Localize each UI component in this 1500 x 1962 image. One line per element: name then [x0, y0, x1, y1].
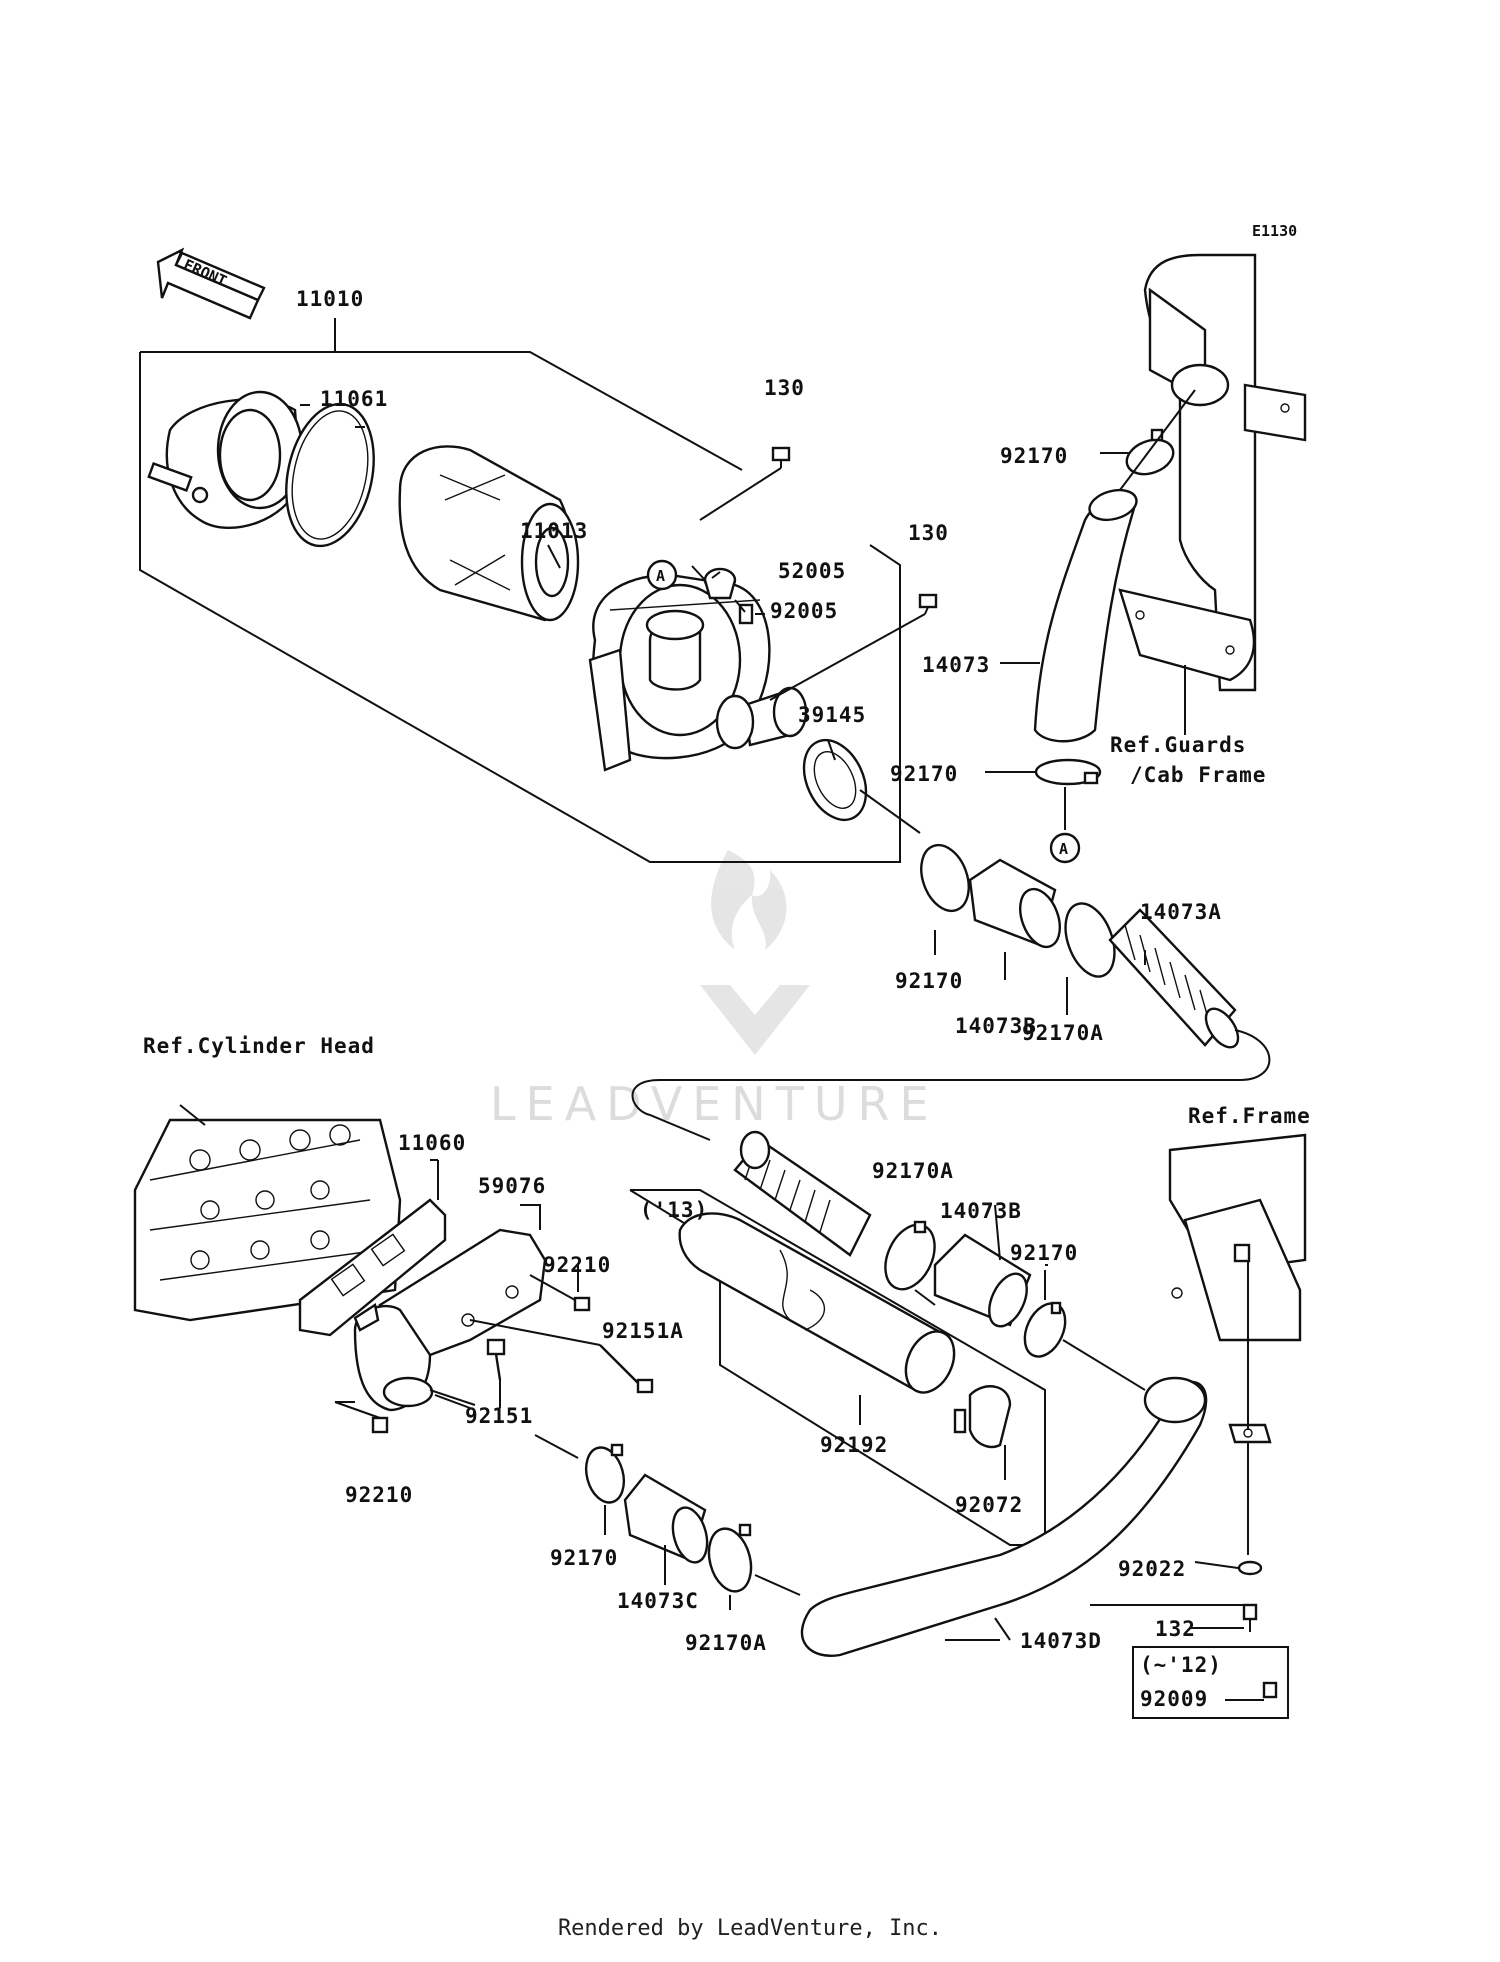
clamp-92170A-right: [1064, 902, 1116, 978]
label-92210-lower: 92210: [345, 1483, 413, 1507]
label-52005: 52005: [778, 559, 846, 583]
label-39145: 39145: [798, 703, 866, 727]
ref-guards-line1: Ref.Guards: [1110, 733, 1246, 757]
label-14073C: 14073C: [617, 1589, 699, 1613]
clamp-92170-right: [920, 843, 970, 913]
label-14073D: 14073D: [1020, 1629, 1102, 1653]
label-92170A-middle: 92170A: [872, 1159, 954, 1183]
clamp-92170A-lower: [707, 1523, 753, 1593]
bellows-connection-line: [631, 1029, 1271, 1141]
bolt-92151: [486, 1338, 506, 1381]
ref-cylinder-head: Ref.Cylinder Head: [143, 1034, 375, 1058]
label-92151A: 92151A: [602, 1319, 684, 1343]
label-132: 132: [1155, 1617, 1196, 1641]
o-ring-11061: [285, 402, 375, 548]
nut-92210-lower: [371, 1416, 389, 1434]
callout-a-lower: A: [1049, 832, 1081, 864]
label-11013: 11013: [520, 519, 588, 543]
label-14073A: 14073A: [1140, 900, 1222, 924]
label-92170A-upper: 92170A: [1022, 1021, 1104, 1045]
intake-manifold-59076: [353, 1228, 547, 1412]
clamp-92170-middle: [1034, 758, 1102, 786]
ref-frame: Ref.Frame: [1188, 1104, 1311, 1128]
valve-52005: [703, 567, 737, 600]
gasket-11060: [298, 1198, 447, 1337]
hose-14073B-lower: [933, 1233, 1032, 1328]
bolt-130-a: [771, 446, 791, 468]
leadventure-watermark: LEADVENTURE: [490, 850, 939, 1131]
hose-14073D: [800, 1376, 1208, 1657]
label-11060: 11060: [398, 1131, 466, 1155]
bellows-14073A-lower: [733, 1130, 872, 1257]
label-59076: 59076: [478, 1174, 546, 1198]
clamp-92170-middle-right: [1023, 1301, 1067, 1358]
label-130-upper: 130: [764, 376, 805, 400]
bolt-92009: [1262, 1681, 1278, 1699]
svg-text:A: A: [1059, 840, 1068, 858]
air-cleaner-assembly-outline: [139, 318, 901, 863]
hose-14073C: [623, 1473, 709, 1564]
label-92170-upper: 92170: [1000, 444, 1068, 468]
label-92210-upper: 92210: [543, 1253, 611, 1277]
front-arrow-icon: FRONT: [156, 247, 266, 320]
bolt-132: [1242, 1603, 1258, 1632]
callout-a-upper: A: [646, 559, 678, 591]
label-11061: 11061: [320, 387, 388, 411]
hose-14073B-upper: [968, 858, 1061, 949]
cab-frame-guard: [1118, 253, 1307, 692]
nut-92210-upper: [573, 1296, 591, 1312]
label-92170-middle-right: 92170: [1010, 1241, 1078, 1265]
label-130-lower: 130: [908, 521, 949, 545]
label-92170A-lower: 92170A: [685, 1631, 767, 1655]
collar-39145: [802, 738, 868, 822]
label-92170-lower: 92170: [550, 1546, 618, 1570]
ref-guards-line2: /Cab Frame: [1130, 763, 1266, 787]
label-92170-middle: 92170: [890, 762, 958, 786]
air-cleaner-cap: [147, 390, 304, 530]
air-cleaner-housing: [588, 573, 808, 772]
diagram-code: E1130: [1252, 222, 1297, 240]
band-92072: [953, 1385, 1012, 1449]
label-14073B-lower: 14073B: [940, 1199, 1022, 1223]
variant-13-label: ('13): [640, 1198, 708, 1222]
footer-credit: Rendered by LeadVenture, Inc.: [557, 1916, 943, 1941]
frame-bracket: [1168, 1133, 1307, 1444]
label-92005: 92005: [770, 599, 838, 623]
label-14073: 14073: [922, 653, 990, 677]
label-92192: 92192: [820, 1433, 888, 1457]
label-92072: 92072: [955, 1493, 1023, 1517]
bellows-14073A-upper: [1108, 908, 1240, 1049]
bolt-130-b: [918, 593, 938, 615]
filter-element-11013: [398, 445, 580, 622]
label-92022: 92022: [1118, 1557, 1186, 1581]
label-92151: 92151: [465, 1404, 533, 1428]
clamp-92170-upper: [1125, 428, 1175, 476]
svg-text:A: A: [656, 567, 665, 585]
hose-92192: [678, 1212, 956, 1394]
label-14073B-upper: 14073B: [955, 1014, 1037, 1038]
washer-92022: [1237, 1560, 1263, 1576]
label-92170-right: 92170: [895, 969, 963, 993]
clamp-92170-lower: [584, 1443, 626, 1504]
watermark-text: LEADVENTURE: [490, 1077, 939, 1131]
hose-14073: [1033, 488, 1138, 743]
bolt-92151A: [599, 1344, 654, 1394]
clamp-92170A-middle: [884, 1220, 936, 1291]
label-11010: 11010: [296, 287, 364, 311]
variant-to-12-label: (~'12): [1140, 1653, 1222, 1677]
variant-to-12-box: [1132, 1646, 1289, 1719]
label-92009: 92009: [1140, 1687, 1208, 1711]
